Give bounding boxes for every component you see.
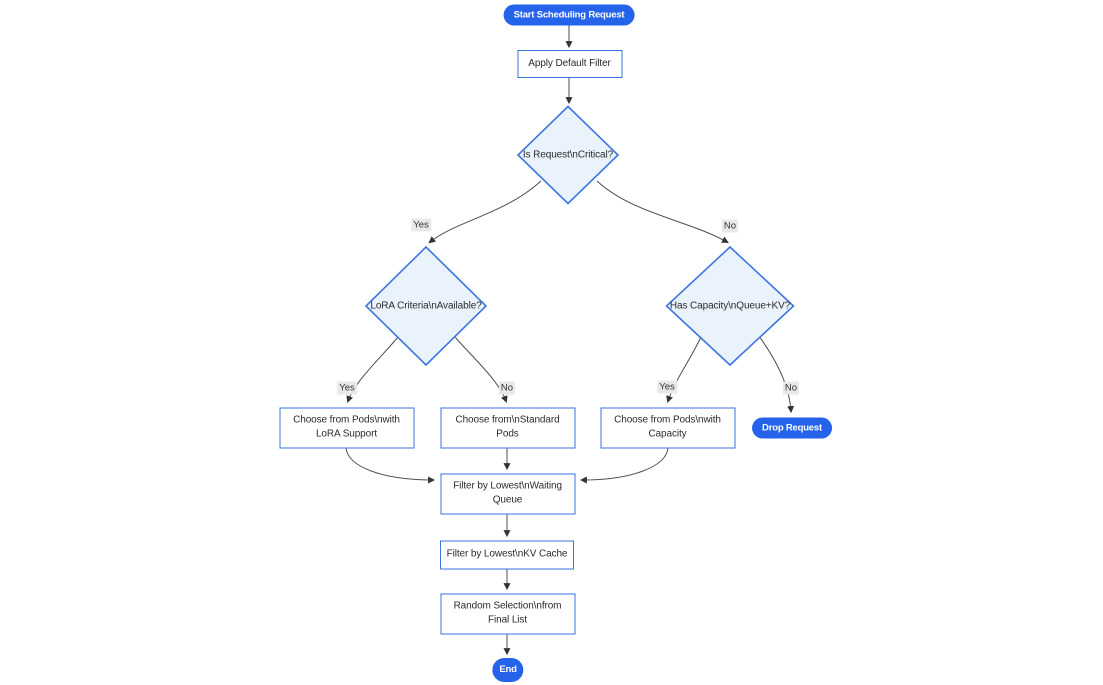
decision-diamond-has-capacity [665, 245, 795, 367]
node-random-selection-line2: Final List [487, 614, 527, 626]
edge-choose-lora-to-filter-queue [345, 447, 436, 484]
node-choose-standard-pods-line1: Choose from\nStandard [455, 414, 560, 426]
node-is-critical-label: Is Request\nCritical? [522, 149, 614, 161]
node-filter-lowest-waiting-queue: Filter by Lowest\nWaiting Queue [440, 473, 575, 514]
node-choose-pods-capacity-line2: Capacity [648, 428, 687, 440]
node-end: End [492, 658, 524, 682]
node-start-label: Start Scheduling Request [513, 9, 625, 20]
node-choose-pods-lora-line2: LoRA Support [315, 428, 378, 440]
node-end-label: End [499, 664, 517, 675]
node-apply-default-filter: Apply Default Filter [517, 50, 622, 78]
node-choose-standard-pods-line2: Pods [496, 428, 519, 440]
edge-is-critical-no-to-capacity [596, 180, 729, 244]
node-choose-pods-capacity: Choose from Pods\nwith Capacity [600, 407, 735, 448]
edge-is-critical-yes-to-lora [428, 180, 542, 244]
node-filter-lowest-kv-cache-label: Filter by Lowest\nKV Cache [446, 548, 568, 560]
node-random-selection: Random Selection\nfrom Final List [440, 593, 575, 634]
edge-label-lora-no: No [498, 381, 516, 395]
decision-diamond-is-critical [516, 105, 620, 205]
node-start: Start Scheduling Request [503, 4, 635, 26]
edge-label-critical-no: No [721, 219, 739, 233]
edge-label-capacity-yes: Yes [657, 380, 677, 394]
edge-lora-no-to-choose-standard [454, 336, 508, 403]
node-choose-pods-lora: Choose from Pods\nwith LoRA Support [279, 407, 414, 448]
node-filter-lowest-waiting-queue-line1: Filter by Lowest\nWaiting [453, 480, 562, 492]
node-choose-pods-capacity-line1: Choose from Pods\nwith [614, 414, 721, 426]
edge-label-capacity-no: No [782, 381, 800, 395]
node-lora-available-label: LoRA Criteria\nAvailable? [370, 300, 482, 312]
node-random-selection-line1: Random Selection\nfrom [453, 600, 562, 612]
node-apply-default-filter-label: Apply Default Filter [528, 58, 611, 69]
edge-choose-capacity-to-filter-queue [579, 447, 669, 484]
node-filter-lowest-kv-cache: Filter by Lowest\nKV Cache [440, 540, 574, 569]
edge-capacity-no-to-drop-request [758, 335, 795, 414]
node-filter-lowest-waiting-queue-line2: Queue [492, 494, 523, 506]
edge-label-lora-yes: Yes [337, 381, 357, 395]
node-choose-pods-lora-line1: Choose from Pods\nwith [293, 414, 400, 426]
node-drop-request-label: Drop Request [762, 422, 822, 433]
decision-diamond-lora-available [364, 245, 488, 367]
edge-label-critical-yes: Yes [411, 218, 431, 232]
node-has-capacity-label: Has Capacity\nQueue+KV? [669, 300, 791, 312]
node-drop-request: Drop Request [752, 417, 832, 439]
node-choose-standard-pods: Choose from\nStandard Pods [440, 407, 575, 448]
edge-capacity-yes-to-choose-capacity [666, 336, 702, 403]
edge-lora-yes-to-choose-lora [346, 336, 399, 403]
